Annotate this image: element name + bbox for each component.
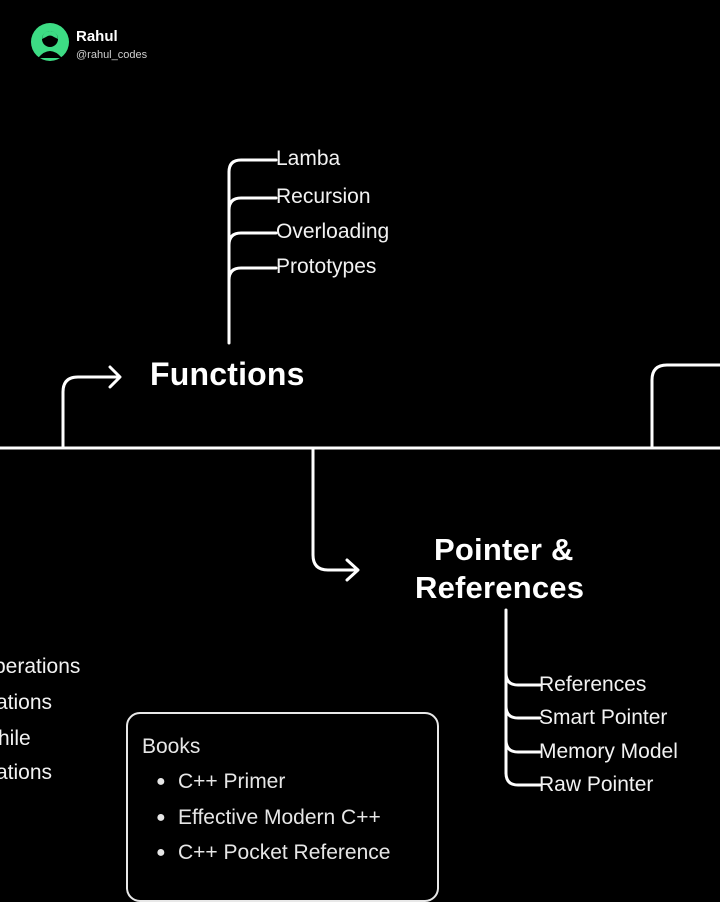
functions-arrowhead <box>108 365 122 389</box>
pointers-item: References <box>539 673 647 696</box>
book-item: C++ Primer <box>178 770 286 793</box>
author-handle: @rahul_codes <box>76 49 148 61</box>
bullet-icon: ● <box>156 844 166 861</box>
left-partial-item: ations <box>0 691 53 714</box>
pointers-branch <box>311 446 357 572</box>
pointers-arrowhead <box>345 558 360 582</box>
bullet-icon: ● <box>156 809 166 826</box>
author-name: Rahul <box>76 28 118 45</box>
right-branch <box>650 363 720 450</box>
left-partial-item: ations <box>0 761 53 784</box>
book-item: C++ Pocket Reference <box>178 841 391 864</box>
user-silhouette-icon <box>31 23 69 61</box>
books-title: Books <box>142 735 201 758</box>
bullet-icon: ● <box>156 773 166 790</box>
pointers-title-line2: References <box>415 570 585 605</box>
functions-item: Lamba <box>276 147 341 170</box>
left-partial-item: perations <box>0 655 81 678</box>
functions-item: Prototypes <box>276 255 377 278</box>
pointers-title-line1: Pointer & <box>434 532 574 567</box>
functions-item: Overloading <box>276 220 390 243</box>
pointers-item: Smart Pointer <box>539 706 668 729</box>
functions-branch <box>61 375 120 450</box>
left-partial-item: hile <box>0 727 31 750</box>
pointers-item: Raw Pointer <box>539 773 654 796</box>
functions-title: Functions <box>150 356 305 392</box>
pointers-item: Memory Model <box>539 740 678 763</box>
functions-item: Recursion <box>276 185 371 208</box>
book-item: Effective Modern C++ <box>178 806 381 829</box>
